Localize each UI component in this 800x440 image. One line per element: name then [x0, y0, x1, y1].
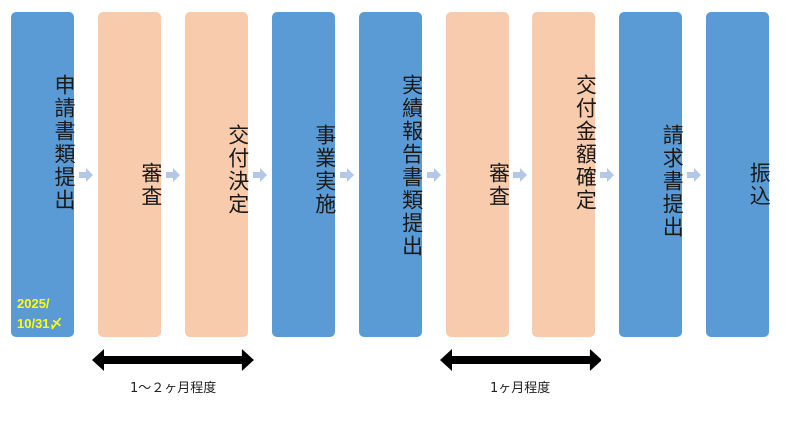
flow-step-2: 審査	[97, 12, 163, 337]
duration-label: 1ヶ月程度	[490, 381, 551, 396]
right-arrow-icon	[687, 168, 702, 182]
right-arrow-icon	[513, 168, 528, 182]
flow-step-label: 審査	[486, 162, 511, 208]
right-arrow-icon	[426, 168, 441, 182]
flow-step-1: 申請書類提出 2025/ 10/31〆	[11, 12, 76, 337]
flow-step-4: 事業実施	[271, 12, 337, 337]
flow-step-label: 交付決定	[225, 124, 250, 216]
double-arrow-icon	[439, 349, 602, 371]
flow-step-5: 実績報告書類提出	[358, 12, 424, 337]
right-arrow-icon	[252, 168, 267, 182]
flow-step-label: 交付金額確定	[573, 74, 598, 212]
flow-step-label: 事業実施	[312, 124, 337, 216]
flow-step-7: 交付金額確定	[532, 12, 598, 337]
flow-step-label: 振込	[747, 162, 772, 208]
flow-step-3: 交付決定	[184, 12, 250, 337]
flow-step-6: 審査	[445, 12, 511, 337]
right-arrow-icon	[78, 168, 93, 182]
flow-step-label: 審査	[138, 162, 163, 208]
flow-step-label: 実績報告書類提出	[399, 74, 424, 258]
double-arrow-icon	[91, 349, 254, 371]
flow-step-9: 振込	[706, 12, 772, 337]
right-arrow-icon	[165, 168, 180, 182]
right-arrow-icon	[339, 168, 354, 182]
flow-step-label: 請求書提出	[660, 124, 685, 239]
flow-step-label: 申請書類提出	[52, 74, 76, 212]
deadline-date: 2025/ 10/31〆	[17, 296, 63, 331]
right-arrow-icon	[600, 168, 615, 182]
flow-step-8: 請求書提出	[619, 12, 685, 337]
duration-label: 1～２ヶ月程度	[130, 381, 217, 396]
